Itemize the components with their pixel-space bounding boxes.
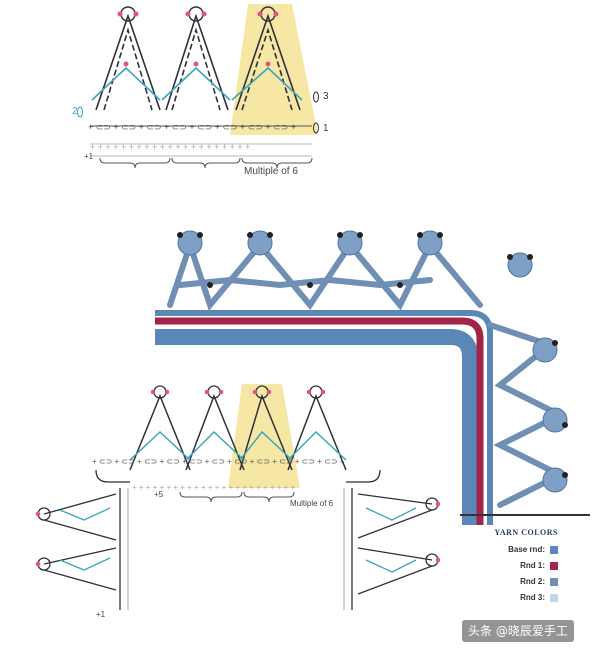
watermark-badge: 头条 @晓辰爱手工 xyxy=(462,620,574,642)
top-highlight xyxy=(230,4,318,135)
top-teal-v xyxy=(91,66,303,101)
top-crosses: + ⊂⊃ + ⊂⊃ + ⊂⊃ + ⊂⊃ + ⊂⊃ + ⊂⊃ + ⊂⊃ + ⊂⊃ … xyxy=(88,122,296,152)
top-row-label-1: 1 xyxy=(323,123,329,134)
bottom-chart-svg: + ⊂⊃ + ⊂⊃ + ⊂⊃ + ⊂⊃ + ⊂⊃ + ⊂⊃ + ⊂⊃ + ⊂⊃ … xyxy=(35,384,441,610)
crochet-border-photo xyxy=(150,225,590,525)
bottom-brackets xyxy=(179,491,295,503)
legend-item-rnd1: Rnd 1: xyxy=(520,561,558,570)
bottom-teal-v xyxy=(129,430,347,461)
bottom-right-edge xyxy=(343,469,433,610)
top-chart-svg: + ⊂⊃ + ⊂⊃ + ⊂⊃ + ⊂⊃ + ⊂⊃ + ⊂⊃ + ⊂⊃ + ⊂⊃ … xyxy=(77,4,319,169)
bottom-corner-chart: + ⊂⊃ + ⊂⊃ + ⊂⊃ + ⊂⊃ + ⊂⊃ + ⊂⊃ + ⊂⊃ + ⊂⊃ … xyxy=(0,370,480,630)
svg-text:+ ⊂⊃ + ⊂⊃ + ⊂⊃ + ⊂⊃ + ⊂⊃ + ⊂⊃: + ⊂⊃ + ⊂⊃ + ⊂⊃ + ⊂⊃ + ⊂⊃ + ⊂⊃ + ⊂⊃ + ⊂⊃ … xyxy=(92,457,345,466)
watermark-text: 头条 @晓辰爱手工 xyxy=(468,624,568,638)
legend-label-rnd2: Rnd 2: xyxy=(520,577,545,586)
legend-item-rnd2: Rnd 2: xyxy=(520,577,558,586)
top-brackets xyxy=(99,157,313,169)
top-crochet-chart: + ⊂⊃ + ⊂⊃ + ⊂⊃ + ⊂⊃ + ⊂⊃ + ⊂⊃ + ⊂⊃ + ⊂⊃ … xyxy=(0,0,606,190)
yarn-colors-legend: YARN COLORS Base rnd: Rnd 1: Rnd 2: Rnd … xyxy=(486,528,558,606)
legend-swatch-rnd3 xyxy=(550,593,558,602)
legend-item-rnd3: Rnd 3: xyxy=(520,593,558,602)
top-row2-marker xyxy=(77,106,83,118)
top-plus-label: +1 xyxy=(84,152,94,161)
legend-label-base: Base rnd: xyxy=(508,545,545,554)
bottom-arches xyxy=(129,393,347,471)
top-picots xyxy=(117,6,279,67)
legend-label-rnd1: Rnd 1: xyxy=(520,561,545,570)
bottom-left-teal xyxy=(59,507,111,571)
bottom-crosses: + ⊂⊃ + ⊂⊃ + ⊂⊃ + ⊂⊃ + ⊂⊃ + ⊂⊃ + ⊂⊃ + ⊂⊃ … xyxy=(92,457,345,492)
bottom-right-teal xyxy=(365,507,417,573)
legend-swatch-base xyxy=(550,545,558,554)
bottom-picot-dots xyxy=(35,389,441,567)
legend-label-rnd3: Rnd 3: xyxy=(520,593,545,602)
bottom-plus-label: +5 xyxy=(154,490,164,499)
top-row1-marker xyxy=(313,122,319,134)
top-row-label-2: 2 xyxy=(72,106,78,117)
top-multiple-label: Multiple of 6 xyxy=(244,166,298,177)
legend-swatch-rnd1 xyxy=(550,561,558,570)
bottom-left-edge xyxy=(43,469,130,610)
svg-text:+ ⊂⊃ + ⊂⊃ + ⊂⊃ + ⊂⊃ + ⊂⊃ + ⊂⊃: + ⊂⊃ + ⊂⊃ + ⊂⊃ + ⊂⊃ + ⊂⊃ + ⊂⊃ + ⊂⊃ + ⊂⊃ … xyxy=(88,122,296,132)
legend-item-base: Base rnd: xyxy=(508,545,558,554)
legend-swatch-rnd2 xyxy=(550,577,558,586)
svg-text:+ + + + + + + + + + + + + + +: + + + + + + + + + + + + + + + + + + + + … xyxy=(90,142,250,152)
top-stitch-rows xyxy=(90,125,312,157)
bottom-multiple-label: Multiple of 6 xyxy=(290,499,334,508)
top-row3-marker xyxy=(313,91,319,103)
bottom-plus-label-2: +1 xyxy=(96,610,106,619)
photo-svg xyxy=(155,230,590,525)
bottom-highlight xyxy=(228,384,300,488)
top-row-label-3: 3 xyxy=(323,91,329,102)
legend-title: YARN COLORS xyxy=(494,528,558,537)
svg-text:+ + + + + + + + + + + + + + +: + + + + + + + + + + + + + + + + + + + + … xyxy=(132,483,296,492)
